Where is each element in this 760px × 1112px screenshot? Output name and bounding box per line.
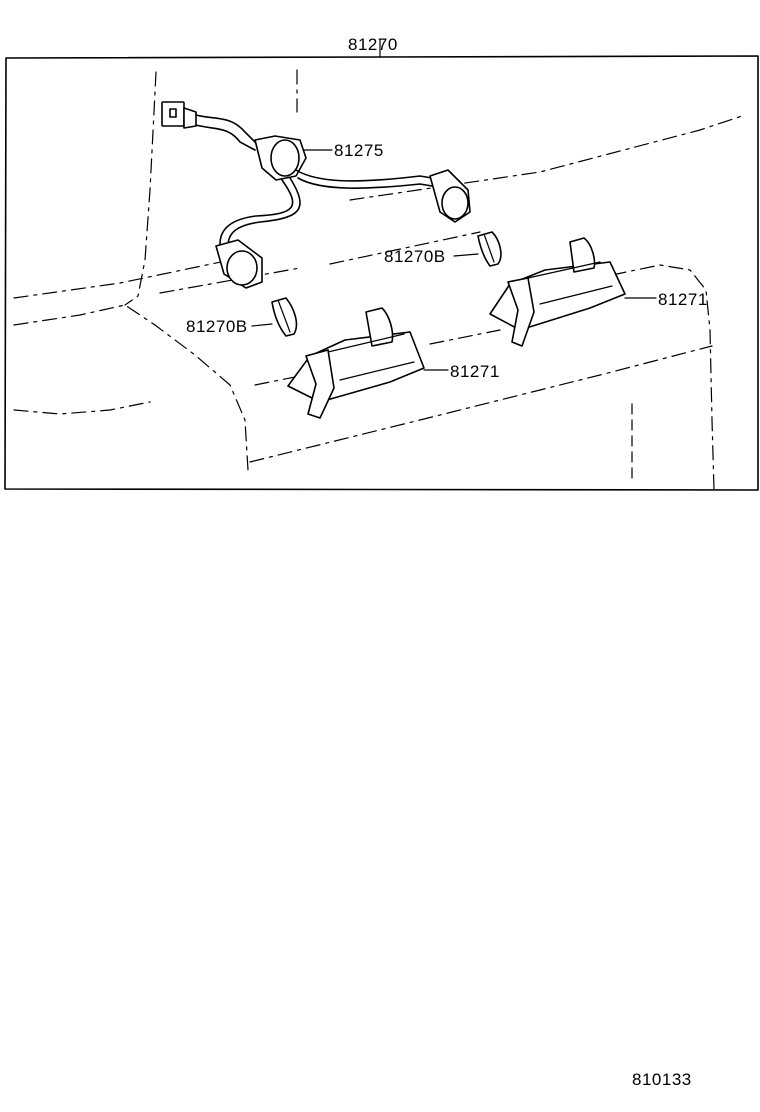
label-assembly-81270: 81270 [348,35,398,54]
label-lamp-right-81271: 81271 [658,290,708,309]
label-figure-code: 810133 [632,1070,692,1089]
label-bulb-left-81270b: 81270B [186,317,248,336]
vehicle-body-outline [13,69,746,491]
label-wire-harness-81275: 81275 [334,141,384,160]
label-bulb-right-81270b: 81270B [384,247,446,266]
lamp-left [287,307,425,419]
bulb-left [271,297,298,337]
lamp-right [489,237,626,347]
bulb-right [477,231,502,267]
leader-lines [251,149,657,371]
label-lamp-left-81271: 81271 [450,362,500,381]
diagram-frame [4,39,759,491]
wire-harness [161,101,471,289]
